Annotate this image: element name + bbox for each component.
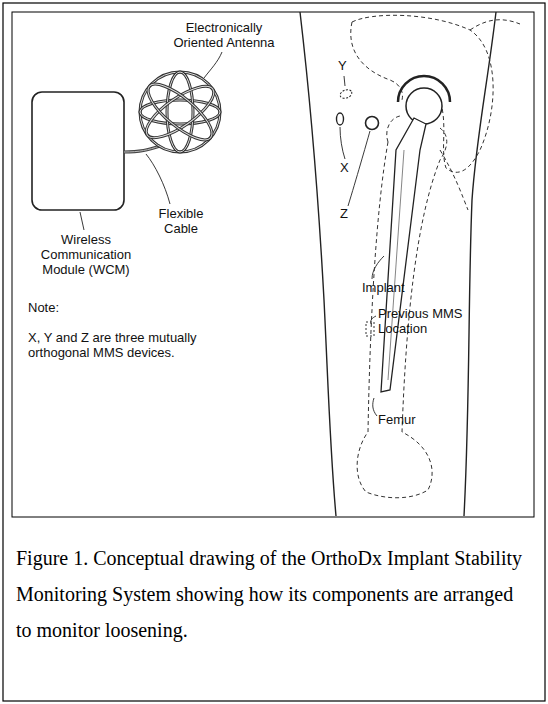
outer-frame [3,3,545,701]
mms-device-z [366,117,379,130]
flexible-cable [124,146,160,152]
leader-lines [80,52,384,416]
part-label: Femur [378,412,438,427]
device-letter: Z [340,206,354,221]
part-label: Previous MMS Location [378,306,470,336]
part-label: Electronically Oriented Antenna [172,20,276,50]
figure-caption: Figure 1. Conceptual drawing of the Orth… [16,540,532,648]
femoral-head [406,88,442,124]
antenna-globe [139,72,221,152]
part-label: Implant [362,280,422,295]
part-label: Wireless Communication Module (WCM) [22,232,150,277]
previous-mms-location [366,322,374,336]
wcm-box [32,92,124,210]
device-letter: X [340,160,354,175]
mms-device-y [339,88,353,100]
part-label: Flexible Cable [146,206,216,236]
note-text: X, Y and Z are three mutually orthogonal… [28,330,218,360]
implant-stem-line [388,150,404,380]
leg-outline [300,12,496,516]
pelvis [351,15,520,210]
device-letter: Y [338,58,352,73]
note-heading: Note: [28,300,88,315]
flexible-cable-core [124,146,160,152]
figure-frame [12,12,534,517]
mms-device-x [337,113,344,125]
implant-stem [381,118,426,392]
